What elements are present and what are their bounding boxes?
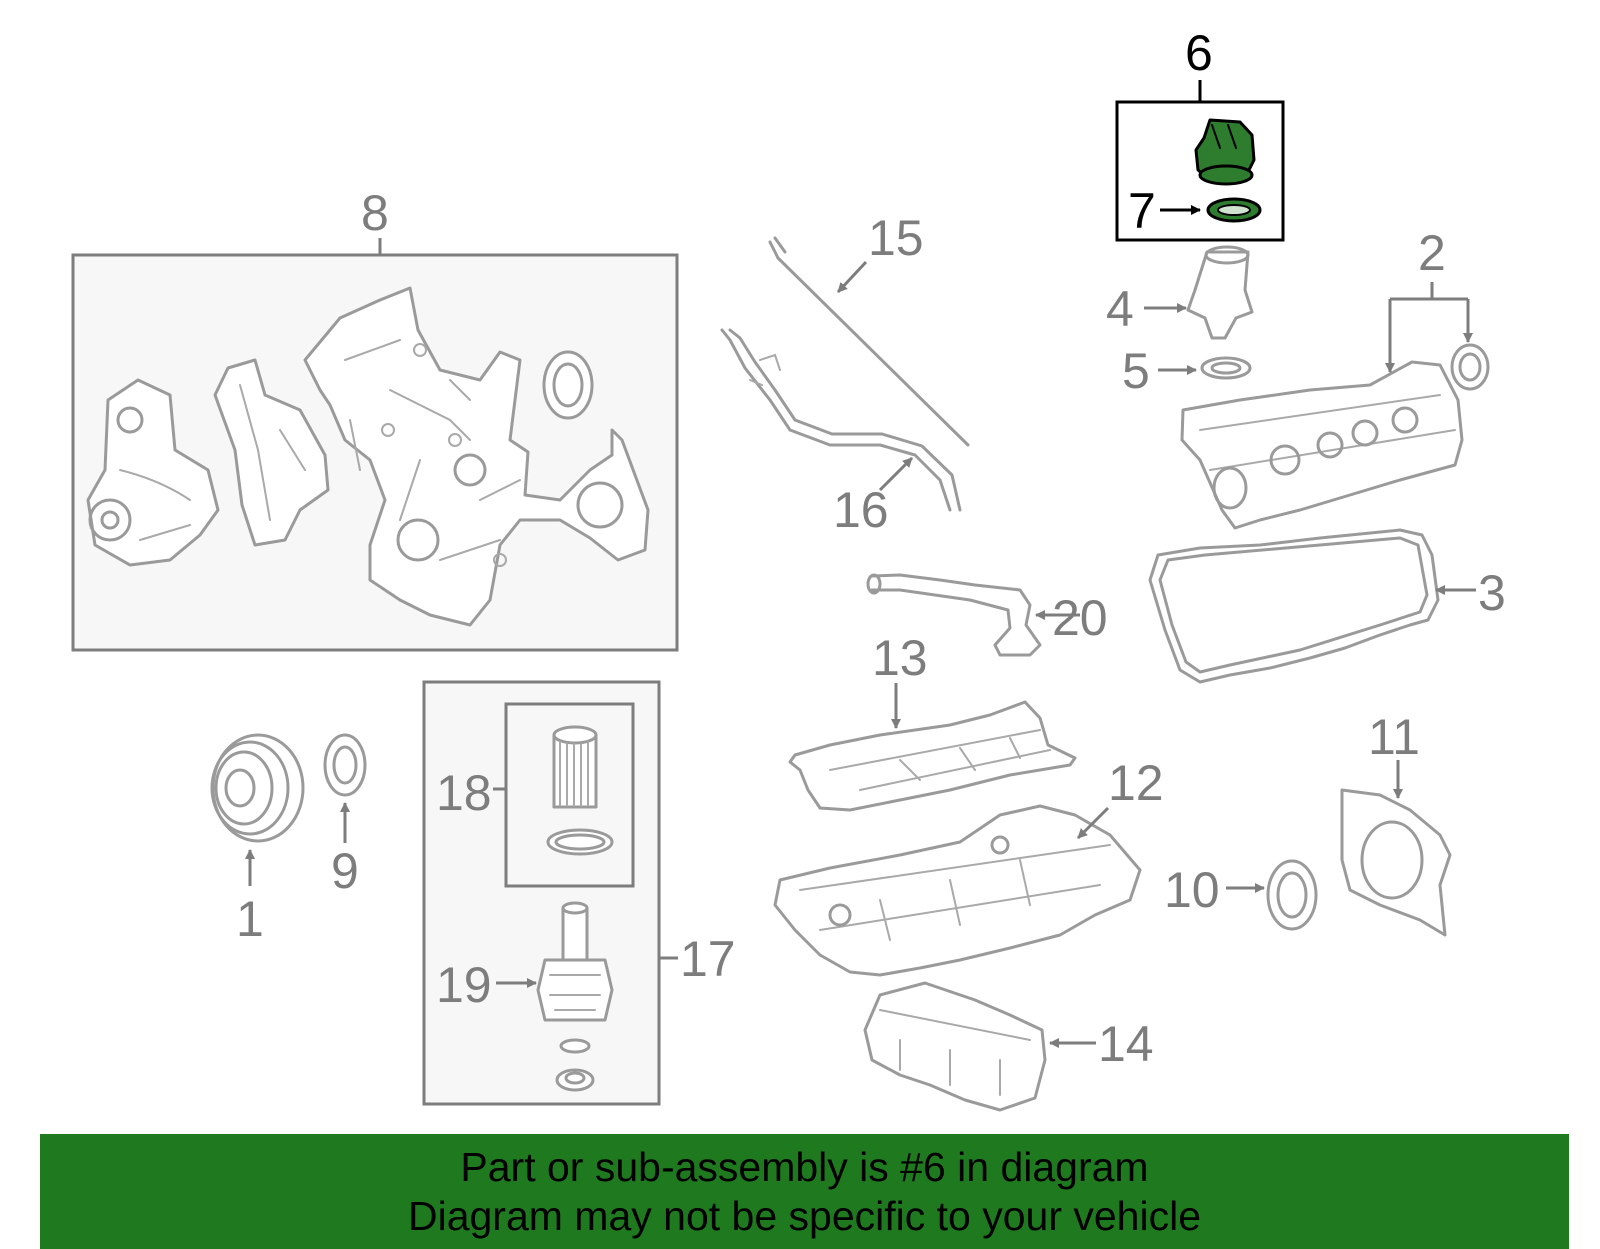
callout-16-leader [878,456,914,492]
callout-15-leader [836,260,868,294]
oil-filter-group[interactable]: 17 18 19 [422,680,736,1106]
callout-3: 3 [1478,565,1506,621]
callout-8: 8 [361,185,389,241]
oil-filter-element-part [546,725,614,856]
callout-17: 17 [680,931,736,987]
callout-14: 14 [1098,1016,1154,1072]
crankshaft-pulley-part[interactable]: 1 [210,733,305,947]
callout-1: 1 [236,891,264,947]
dipstick-tube-part[interactable]: 16 [720,328,962,538]
oil-filler-cap-group[interactable]: 6 7 [1115,25,1285,242]
callout-12: 12 [1108,755,1164,811]
oil-filler-cap-part [1194,118,1256,186]
front-crank-seal-part[interactable]: 9 [323,733,367,899]
callout-19: 19 [436,957,492,1013]
banner-line-disclaimer: Diagram may not be specific to your vehi… [407,1192,1201,1239]
valve-cover-part[interactable]: 2 [1180,225,1490,530]
water-pump-part [86,378,220,567]
callout-13: 13 [872,630,928,686]
rear-seal-retainer-part[interactable]: 11 [1340,709,1452,937]
callout-7: 7 [1128,183,1156,239]
dipstick-part[interactable]: 15 [768,210,970,447]
callout-4: 4 [1106,281,1134,337]
callout-20: 20 [1052,590,1108,646]
oil-filler-neck-part[interactable]: 4 [1106,245,1254,340]
callout-5: 5 [1122,343,1150,399]
oil-filter-element-box [504,702,635,888]
callout-12-leader [1076,806,1110,840]
timing-cover-group[interactable]: 8 [71,185,679,652]
timing-cover-seal-part [542,350,594,420]
callout-2-leader [1390,282,1468,301]
info-banner-background [40,1134,1569,1249]
oil-strainer-part[interactable]: 20 [866,573,1108,657]
filler-neck-gasket-part[interactable]: 5 [1122,343,1252,399]
oil-filler-cap-gasket-part [1206,197,1262,223]
callout-15: 15 [868,210,924,266]
valve-cover-gasket-part[interactable]: 3 [1148,528,1506,684]
callout-10: 10 [1164,862,1220,918]
lower-oil-pan-part[interactable]: 14 [863,981,1154,1112]
callout-16: 16 [833,482,889,538]
timing-cover-part [303,286,650,627]
callout-9: 9 [331,843,359,899]
oil-filter-group-box [422,680,661,1106]
banner-line-part-number: Part or sub-assembly is #6 in diagram [460,1143,1149,1190]
water-pump-gasket-part [213,358,330,547]
oil-baffle-plate-part[interactable]: 13 [788,630,1077,812]
callout-11: 11 [1368,709,1420,765]
rear-oil-seal-part[interactable]: 10 [1164,859,1318,931]
callout-2: 2 [1418,225,1446,281]
oil-filter-housing-part [536,901,614,1092]
info-banner: Part or sub-assembly is #6 in diagram Di… [40,1134,1569,1249]
callout-6: 6 [1185,25,1213,81]
upper-oil-pan-part[interactable]: 12 [773,755,1164,977]
callout-18: 18 [436,765,492,821]
